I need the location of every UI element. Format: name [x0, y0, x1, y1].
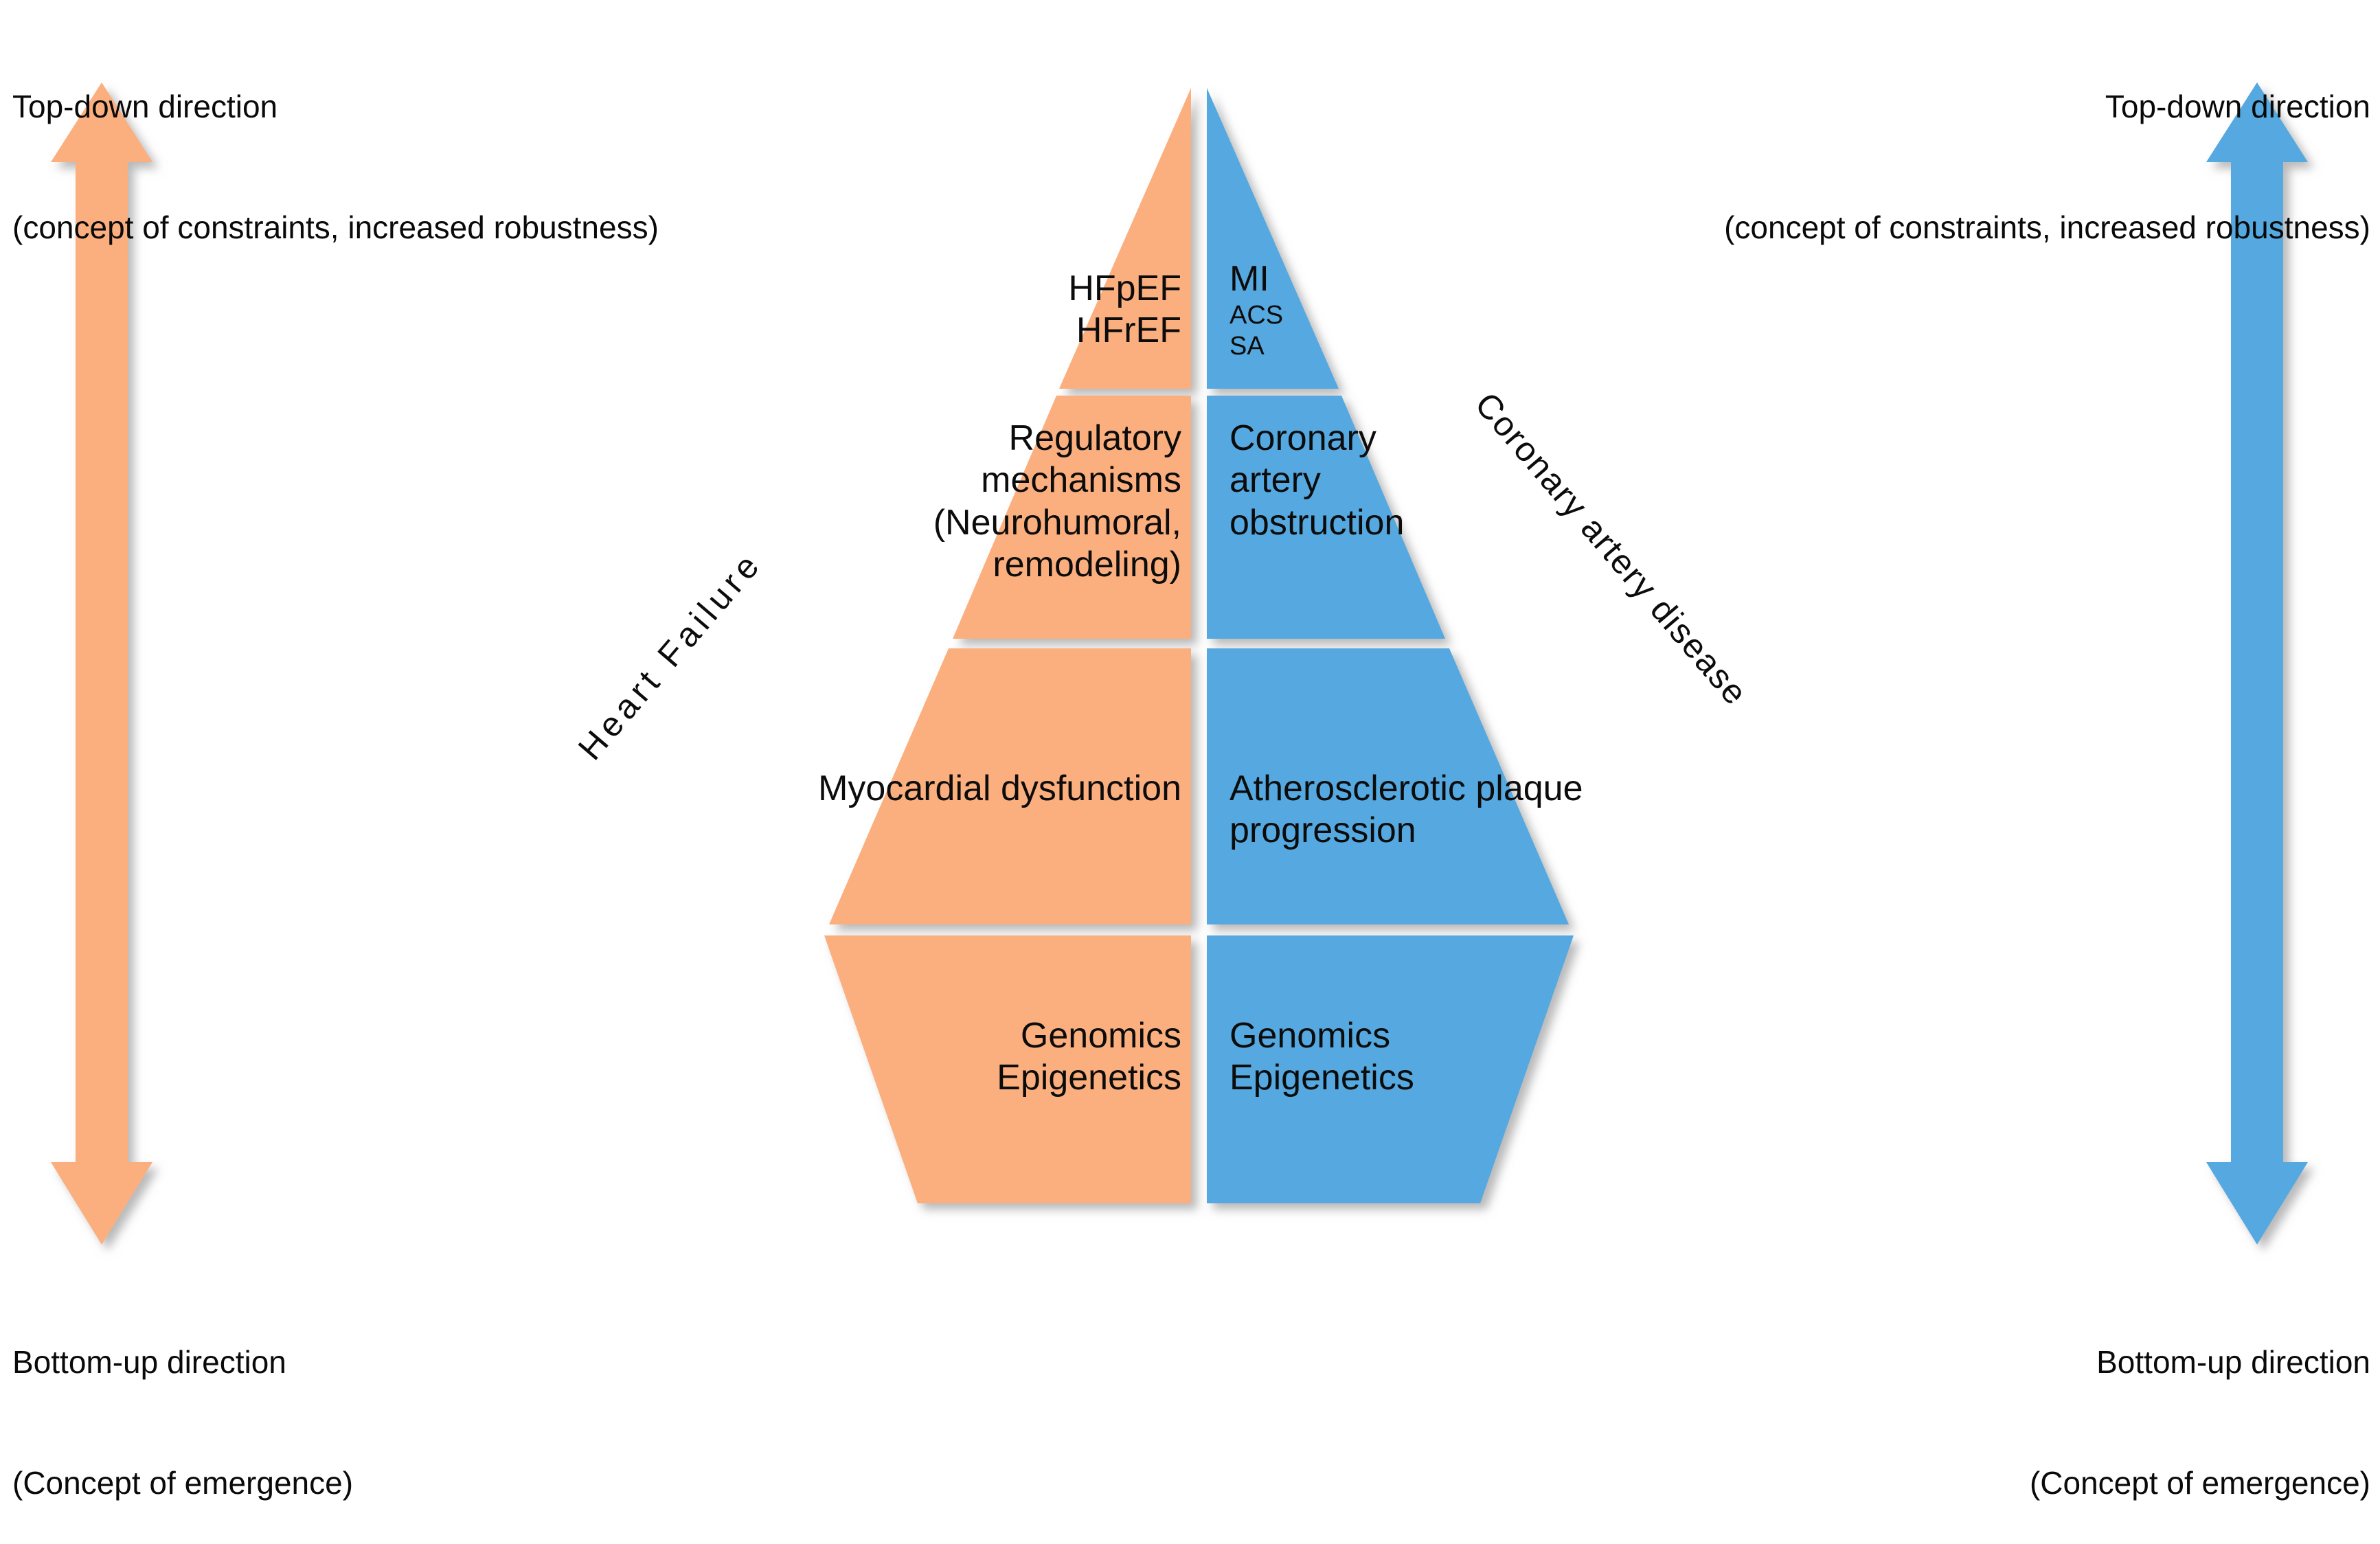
caption-top-left-line2: (concept of constraints, increased robus… — [12, 209, 659, 246]
caption-bottom-right: Bottom-up direction (Concept of emergenc… — [2030, 1261, 2370, 1544]
right-pyramid-coronary-artery-disease — [1207, 88, 1574, 1203]
left-tier-4 — [824, 935, 1191, 1203]
tier-text-line: artery — [1229, 460, 1321, 501]
tier-text-line: HFpEF — [1068, 269, 1181, 308]
right-tier-3 — [1207, 648, 1569, 924]
left-tier-3 — [829, 648, 1191, 924]
tier-text-line: Epigenetics — [997, 1058, 1181, 1098]
tier-text-line: progression — [1229, 810, 1416, 851]
tier-text-line: Regulatory — [1008, 418, 1181, 458]
tier-text-line: Coronary — [1229, 418, 1376, 458]
caption-bottom-left: Bottom-up direction (Concept of emergenc… — [12, 1261, 353, 1544]
caption-bottom-right-line1: Bottom-up direction — [2096, 1343, 2370, 1380]
left-tier-3-label: Myocardial dysfunction — [536, 768, 1181, 810]
right-tier-2 — [1207, 396, 1445, 639]
tier-text-line: Atherosclerotic plaque — [1229, 769, 1583, 808]
tier-text-line: Epigenetics — [1229, 1058, 1414, 1098]
tier-text-line: (Neurohumoral, — [933, 502, 1181, 543]
left-tier-2 — [953, 396, 1191, 639]
caption-top-right-line1: Top-down direction — [2105, 88, 2370, 124]
left-double-arrow — [51, 82, 152, 1245]
left-tier-1 — [1059, 88, 1191, 389]
tier-text-line: SA — [1229, 332, 1265, 361]
right-double-arrow — [2206, 82, 2308, 1245]
tier-text-line: Genomics — [1020, 1016, 1181, 1056]
caption-bottom-left-line2: (Concept of emergence) — [12, 1465, 354, 1501]
tier-text-line: ACS — [1229, 301, 1284, 330]
tier-text-line: obstruction — [1229, 502, 1405, 543]
caption-bottom-left-line1: Bottom-up direction — [12, 1343, 286, 1380]
caption-top-left: Top-down direction (concept of constrain… — [12, 5, 659, 288]
right-tier-4 — [1207, 935, 1574, 1203]
tier-text-line: Genomics — [1229, 1016, 1391, 1056]
tier-text-line: Myocardial dysfunction — [818, 769, 1181, 808]
right-tier-1 — [1207, 88, 1339, 389]
tier-text-line: remodeling) — [993, 545, 1181, 585]
caption-top-left-line1: Top-down direction — [12, 88, 278, 124]
tier-text-line: mechanisms — [981, 460, 1181, 501]
caption-bottom-right-line2: (Concept of emergence) — [2029, 1465, 2370, 1501]
left-pyramid-heart-failure — [824, 88, 1191, 1203]
caption-top-right-line2: (concept of constraints, increased robus… — [1724, 209, 2370, 246]
caption-top-right: Top-down direction (concept of constrain… — [1724, 5, 2370, 288]
diagram-canvas — [51, 82, 2308, 1245]
tier-text-line: MI — [1229, 259, 1269, 299]
tier-text-line: HFrEF — [1076, 310, 1181, 351]
